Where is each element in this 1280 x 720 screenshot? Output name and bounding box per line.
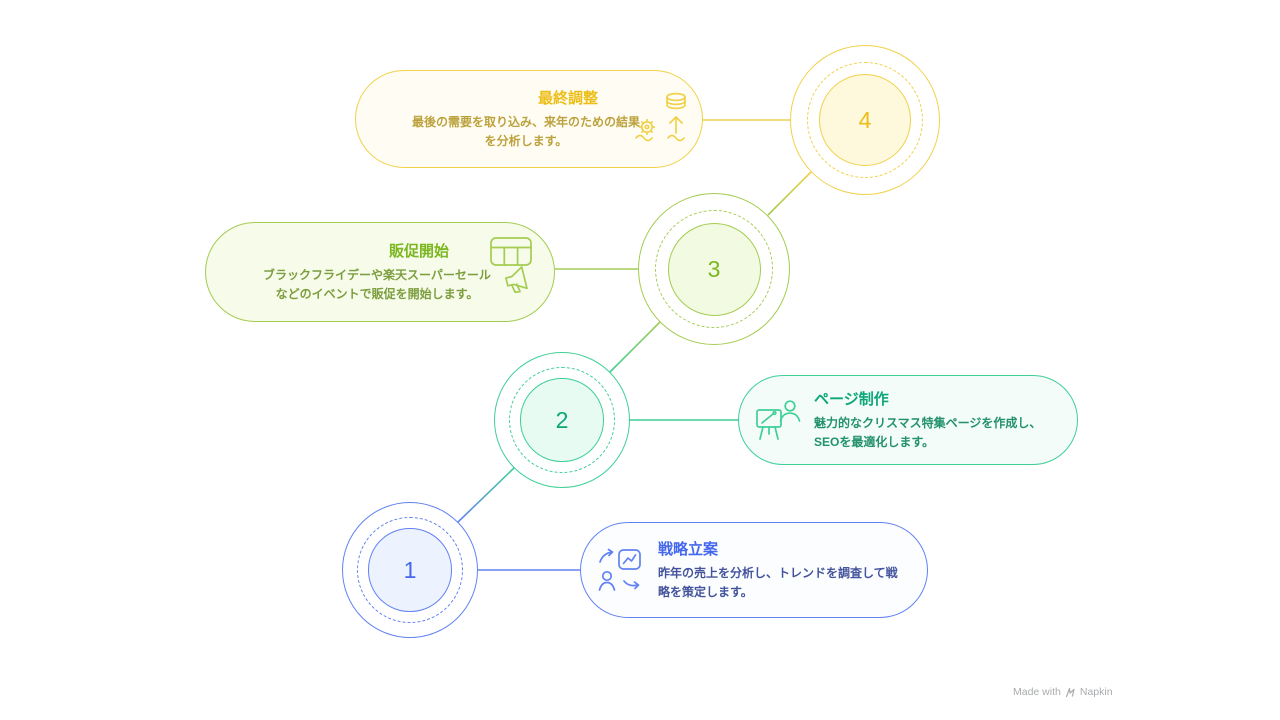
trend-arrow-icon <box>599 548 614 563</box>
dashed-ring <box>654 209 774 329</box>
step-node-3: 3 <box>638 193 790 345</box>
step-number-circle: 2 <box>520 378 604 462</box>
napkin-logo-icon <box>1065 687 1075 697</box>
step-card-4: 最終調整 最後の需要を取り込み、来年のための結果を分析します。 <box>355 70 703 168</box>
megaphone-icon <box>505 266 528 294</box>
table-icon <box>490 237 532 266</box>
connector-circle2-circle3 <box>609 321 661 373</box>
made-with-text: Made with <box>1013 686 1061 698</box>
step-card-2: ページ制作 魅力的なクリスマス特集ページを作成し、SEOを最適化します。 <box>738 375 1078 465</box>
step-number-circle: 1 <box>368 528 452 612</box>
database-icon <box>666 92 686 110</box>
step-title: 戦略立案 <box>658 541 719 559</box>
return-arrow-icon <box>623 580 640 590</box>
step-title: ページ制作 <box>814 391 889 409</box>
step-description: 魅力的なクリスマス特集ページを作成し、SEOを最適化します。 <box>814 416 1042 449</box>
step-node-4: 4 <box>790 45 940 195</box>
step-node-2: 2 <box>494 352 630 488</box>
step-number: 2 <box>555 406 569 433</box>
page-design-icon-cluster <box>755 398 803 442</box>
napkin-brand-text: Napkin <box>1079 686 1113 698</box>
step-description: 最後の需要を取り込み、来年のための結果を分析します。 <box>411 115 640 148</box>
napkin-credit[interactable]: Made with Napkin <box>1013 686 1113 698</box>
gear-icon <box>638 118 656 136</box>
strategy-icon-cluster <box>597 548 647 592</box>
step-card-1: 戦略立案 昨年の売上を分析し、トレンドを調査して戦略を策定します。 <box>580 522 928 618</box>
person-icon <box>779 400 801 422</box>
connector-circle1-circle2 <box>457 467 515 523</box>
connector-circle3-circle4 <box>767 171 812 216</box>
dashed-ring <box>806 61 924 179</box>
step-description: 昨年の売上を分析し、トレンドを調査して戦略を策定します。 <box>658 566 898 599</box>
step-card-3: 販促開始 ブラックフライデーや楽天スーパーセールなどのイベントで販促を開始します… <box>205 222 555 322</box>
easel-icon <box>756 409 782 440</box>
dashed-ring <box>357 517 463 623</box>
analysis-icon-cluster <box>634 91 690 143</box>
line-chart-icon <box>618 549 641 570</box>
step-node-1: 1 <box>342 502 478 638</box>
arrow-up-icon <box>667 116 685 142</box>
wave-icon <box>635 134 653 142</box>
step-number-circle: 3 <box>667 222 761 316</box>
step-number: 1 <box>403 556 417 583</box>
step-title: 最終調整 <box>537 90 598 108</box>
step-number: 3 <box>707 255 721 282</box>
step-number-circle: 4 <box>819 74 911 166</box>
person-icon <box>598 570 616 591</box>
dashed-ring <box>509 367 615 473</box>
promotion-icon-cluster <box>486 236 536 294</box>
step-number: 4 <box>858 106 872 133</box>
step-title: 販促開始 <box>388 243 449 261</box>
step-description: ブラックフライデーや楽天スーパーセールなどのイベントで販促を開始します。 <box>263 268 491 301</box>
